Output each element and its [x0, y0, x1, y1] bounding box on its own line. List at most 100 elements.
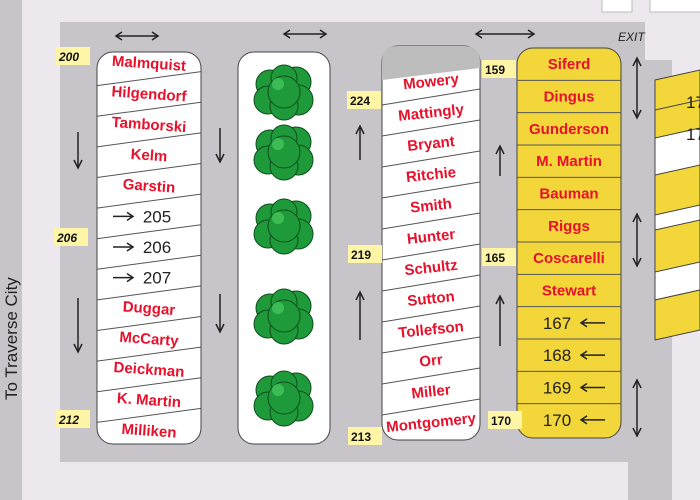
up-arrow — [495, 144, 505, 176]
stall-name: K. Martin — [116, 390, 181, 411]
stall-divider — [381, 305, 481, 323]
stall-divider — [96, 346, 202, 362]
exit-label: EXIT — [618, 30, 646, 44]
arrow-right-icon — [113, 272, 135, 283]
row-number-labels: 200 206 212 224 219 213 159 165 170 — [54, 47, 522, 445]
right-row-end-number: 170 — [491, 414, 511, 428]
double-arrow-horizontal — [282, 29, 328, 39]
stall-name: M. Martin — [536, 153, 602, 170]
stall-divider — [96, 377, 202, 393]
partial-stall-number: 17 — [686, 93, 700, 112]
stall-name: Dingus — [544, 89, 595, 106]
stall-divider — [96, 407, 202, 423]
stall-divider — [381, 181, 481, 199]
stall-name: Coscarelli — [533, 250, 605, 267]
arrow-right-icon — [113, 242, 135, 252]
stall-name: Mattingly — [397, 101, 465, 125]
stall-name: Milliken — [121, 421, 177, 442]
left-row-start-number: 200 — [58, 50, 79, 64]
up-arrow — [355, 290, 365, 340]
double-arrow-horizontal — [474, 29, 536, 39]
stall-divider — [96, 285, 202, 301]
left-row-end-number: 212 — [58, 413, 79, 427]
tree-icon — [253, 124, 314, 181]
double-arrow-vertical — [632, 378, 642, 438]
stall-name: Riggs — [548, 218, 590, 235]
stall-divider — [96, 254, 202, 270]
partial-stall — [654, 289, 700, 341]
stall-divider — [381, 398, 481, 416]
stall-number: 167 — [543, 314, 571, 333]
middle-stall-row: MoweryMattinglyBryantRitchieSmithHunterS… — [381, 45, 481, 441]
stall-divider — [381, 243, 481, 261]
stall-divider — [96, 162, 202, 178]
double-arrow-horizontal — [114, 31, 160, 41]
far-right-partial-row: 17 17 — [654, 69, 700, 341]
stall-name: Orr — [419, 351, 444, 370]
stall-divider — [96, 224, 202, 240]
left-row-mid-number: 206 — [56, 231, 77, 245]
stall-name: McCarty — [119, 329, 180, 350]
stall-name: Deickman — [113, 359, 185, 381]
up-arrow — [495, 294, 505, 346]
stall-name: Tollefson — [398, 318, 465, 342]
partial-stall-number: 17 — [686, 125, 700, 144]
arrow-left-icon — [579, 382, 605, 393]
tree-icon — [253, 370, 314, 427]
arrow-left-icon — [579, 350, 605, 360]
up-arrow — [355, 124, 365, 160]
left-row-island — [96, 51, 202, 445]
arrow-left-icon — [579, 318, 605, 328]
stall-name: Siferd — [548, 56, 591, 73]
stall-name: Duggar — [122, 298, 176, 319]
stall-divider — [96, 193, 202, 209]
stall-name: Schultz — [404, 257, 459, 279]
stall-divider — [381, 119, 481, 137]
stall-name: Hilgendorf — [111, 83, 188, 105]
stall-name: Kelm — [130, 146, 168, 166]
middle-row-mid-number: 219 — [351, 248, 371, 262]
row-number-badge — [482, 248, 516, 266]
stall-divider — [381, 336, 481, 354]
stall-number: 206 — [143, 238, 171, 257]
down-arrow — [73, 298, 83, 354]
middle-row-top-number: 224 — [350, 94, 370, 108]
tree-icon — [253, 288, 314, 345]
stall-name: Bauman — [539, 186, 598, 203]
stall-divider — [381, 367, 481, 385]
stall-name: Ritchie — [405, 164, 457, 186]
stall-divider — [381, 212, 481, 230]
double-arrow-vertical — [632, 56, 642, 120]
stall-name: Miller — [411, 381, 452, 402]
row-number-badge — [488, 411, 522, 429]
stall-divider — [96, 101, 202, 117]
tree-median — [237, 51, 331, 445]
stall-name: Gunderson — [529, 121, 609, 138]
row-number-badge — [482, 60, 516, 78]
down-arrow — [215, 294, 225, 334]
stall-name: Garstin — [122, 176, 176, 197]
arrow-right-icon — [113, 211, 135, 222]
stall-name: Bryant — [407, 133, 456, 155]
stall-name: Smith — [409, 195, 452, 216]
building-block — [649, 0, 700, 13]
tree-icon — [253, 64, 314, 121]
stall-divider — [381, 150, 481, 168]
stall-name: Mowery — [402, 71, 460, 94]
stall-name: Tamborski — [111, 114, 187, 136]
stall-divider — [96, 132, 202, 148]
partial-stall — [654, 164, 700, 216]
partial-stall — [654, 99, 700, 139]
right-row-start-number: 159 — [485, 63, 505, 77]
row-number-badge — [56, 47, 90, 65]
stall-number: 170 — [543, 411, 571, 430]
stall-divider — [381, 274, 481, 292]
stall-name: Malmquist — [111, 53, 186, 75]
row-number-badge — [56, 410, 90, 428]
stall-name: Sutton — [407, 288, 456, 310]
row-number-badge — [347, 91, 381, 109]
row-number-badge — [348, 245, 382, 263]
